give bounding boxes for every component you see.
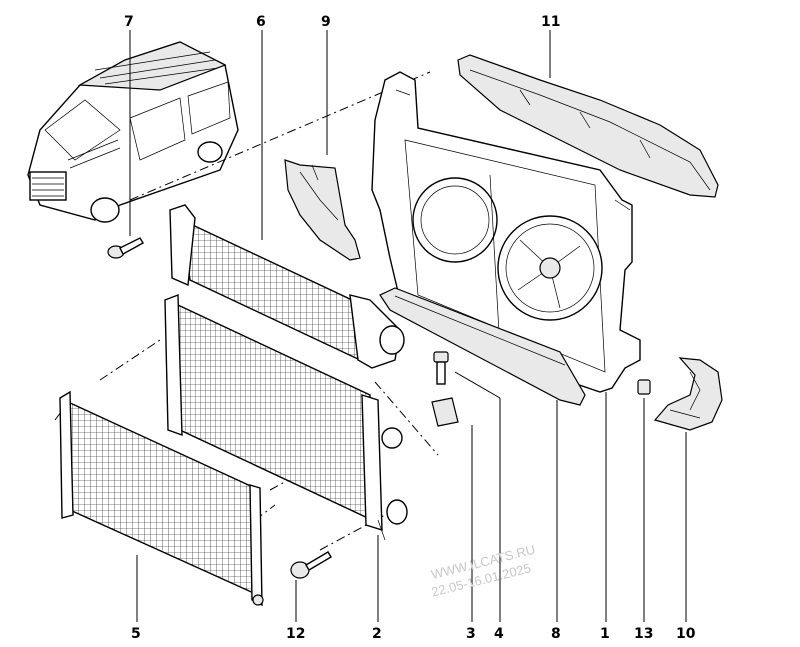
callout-2: 2 xyxy=(372,626,382,642)
van-illustration xyxy=(27,41,239,223)
callout-1: 1 xyxy=(600,626,610,642)
left-air-guide xyxy=(284,159,361,261)
callout-11: 11 xyxy=(541,14,560,30)
callout-13: 13 xyxy=(634,626,653,642)
callout-5: 5 xyxy=(131,626,141,642)
ac-condenser xyxy=(59,390,264,607)
bolt-4 xyxy=(433,351,449,385)
screw-12 xyxy=(290,551,332,579)
right-air-guide xyxy=(653,357,723,431)
bolt-7 xyxy=(107,237,144,259)
callout-7: 7 xyxy=(124,14,134,30)
radiator xyxy=(164,293,408,541)
callout-labels: 7 6 9 11 5 12 2 3 4 8 1 13 10 xyxy=(124,14,696,642)
lower-air-deflector xyxy=(379,287,586,406)
callout-6: 6 xyxy=(256,14,266,30)
upper-air-deflector xyxy=(457,54,719,198)
callout-3: 3 xyxy=(466,626,476,642)
watermark: WWW.ILCATS.RU 22.05-16.01.2025 xyxy=(430,542,537,600)
callout-12: 12 xyxy=(286,626,305,642)
intercooler xyxy=(169,204,405,369)
leader-lines xyxy=(129,30,687,622)
clip-13 xyxy=(637,379,651,395)
callout-8: 8 xyxy=(551,626,561,642)
callout-10: 10 xyxy=(676,626,696,642)
callout-4: 4 xyxy=(494,626,504,642)
callout-9: 9 xyxy=(321,14,331,30)
bracket-3 xyxy=(431,397,459,427)
